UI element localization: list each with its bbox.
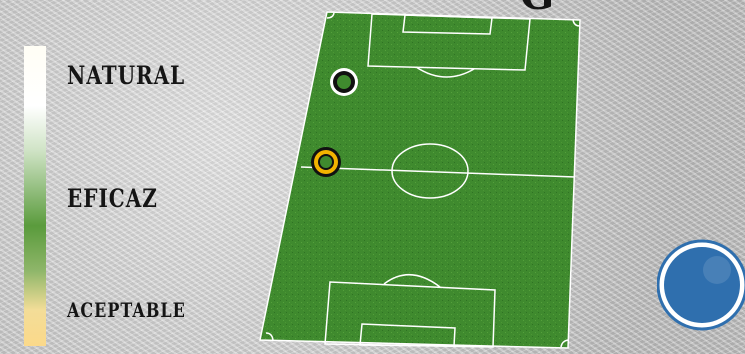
blue-circle-button[interactable] [657,235,745,339]
player-marker-white [330,68,358,96]
player-marker-yellow [311,147,341,177]
